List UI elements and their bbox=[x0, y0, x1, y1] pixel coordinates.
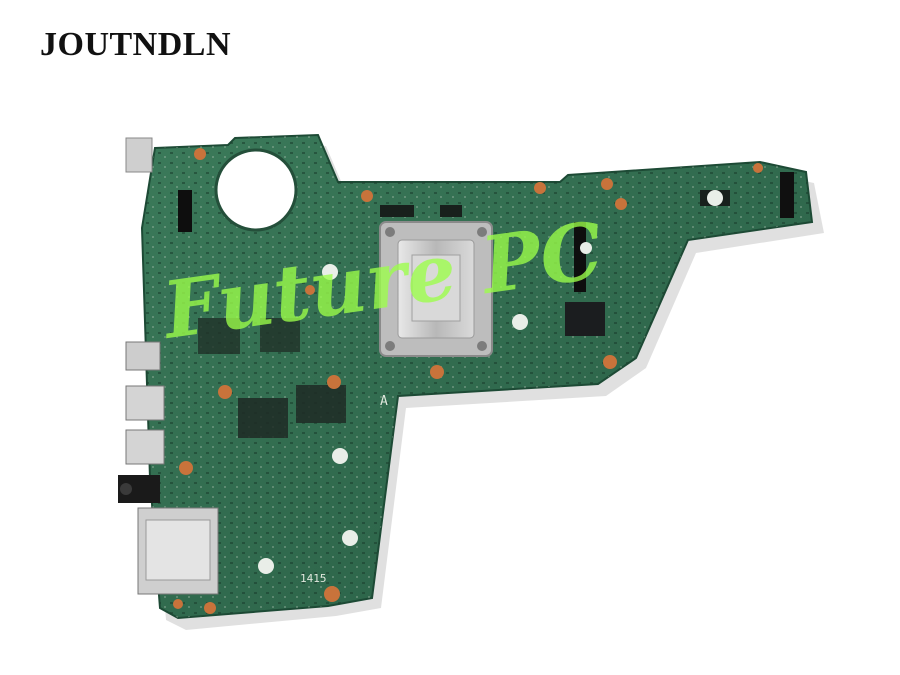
fiducials bbox=[258, 190, 723, 574]
silkscreen-rev-mark: A bbox=[380, 394, 388, 409]
brand-title: JOUTNDLN bbox=[40, 26, 232, 63]
silkscreen-date-code: 1415 bbox=[300, 572, 327, 585]
mounting-holes bbox=[173, 148, 763, 614]
pcb-components-texture bbox=[142, 135, 812, 618]
fan-cutout bbox=[214, 148, 298, 232]
io-ports bbox=[118, 137, 219, 595]
cpu-socket-bracket bbox=[379, 221, 493, 357]
